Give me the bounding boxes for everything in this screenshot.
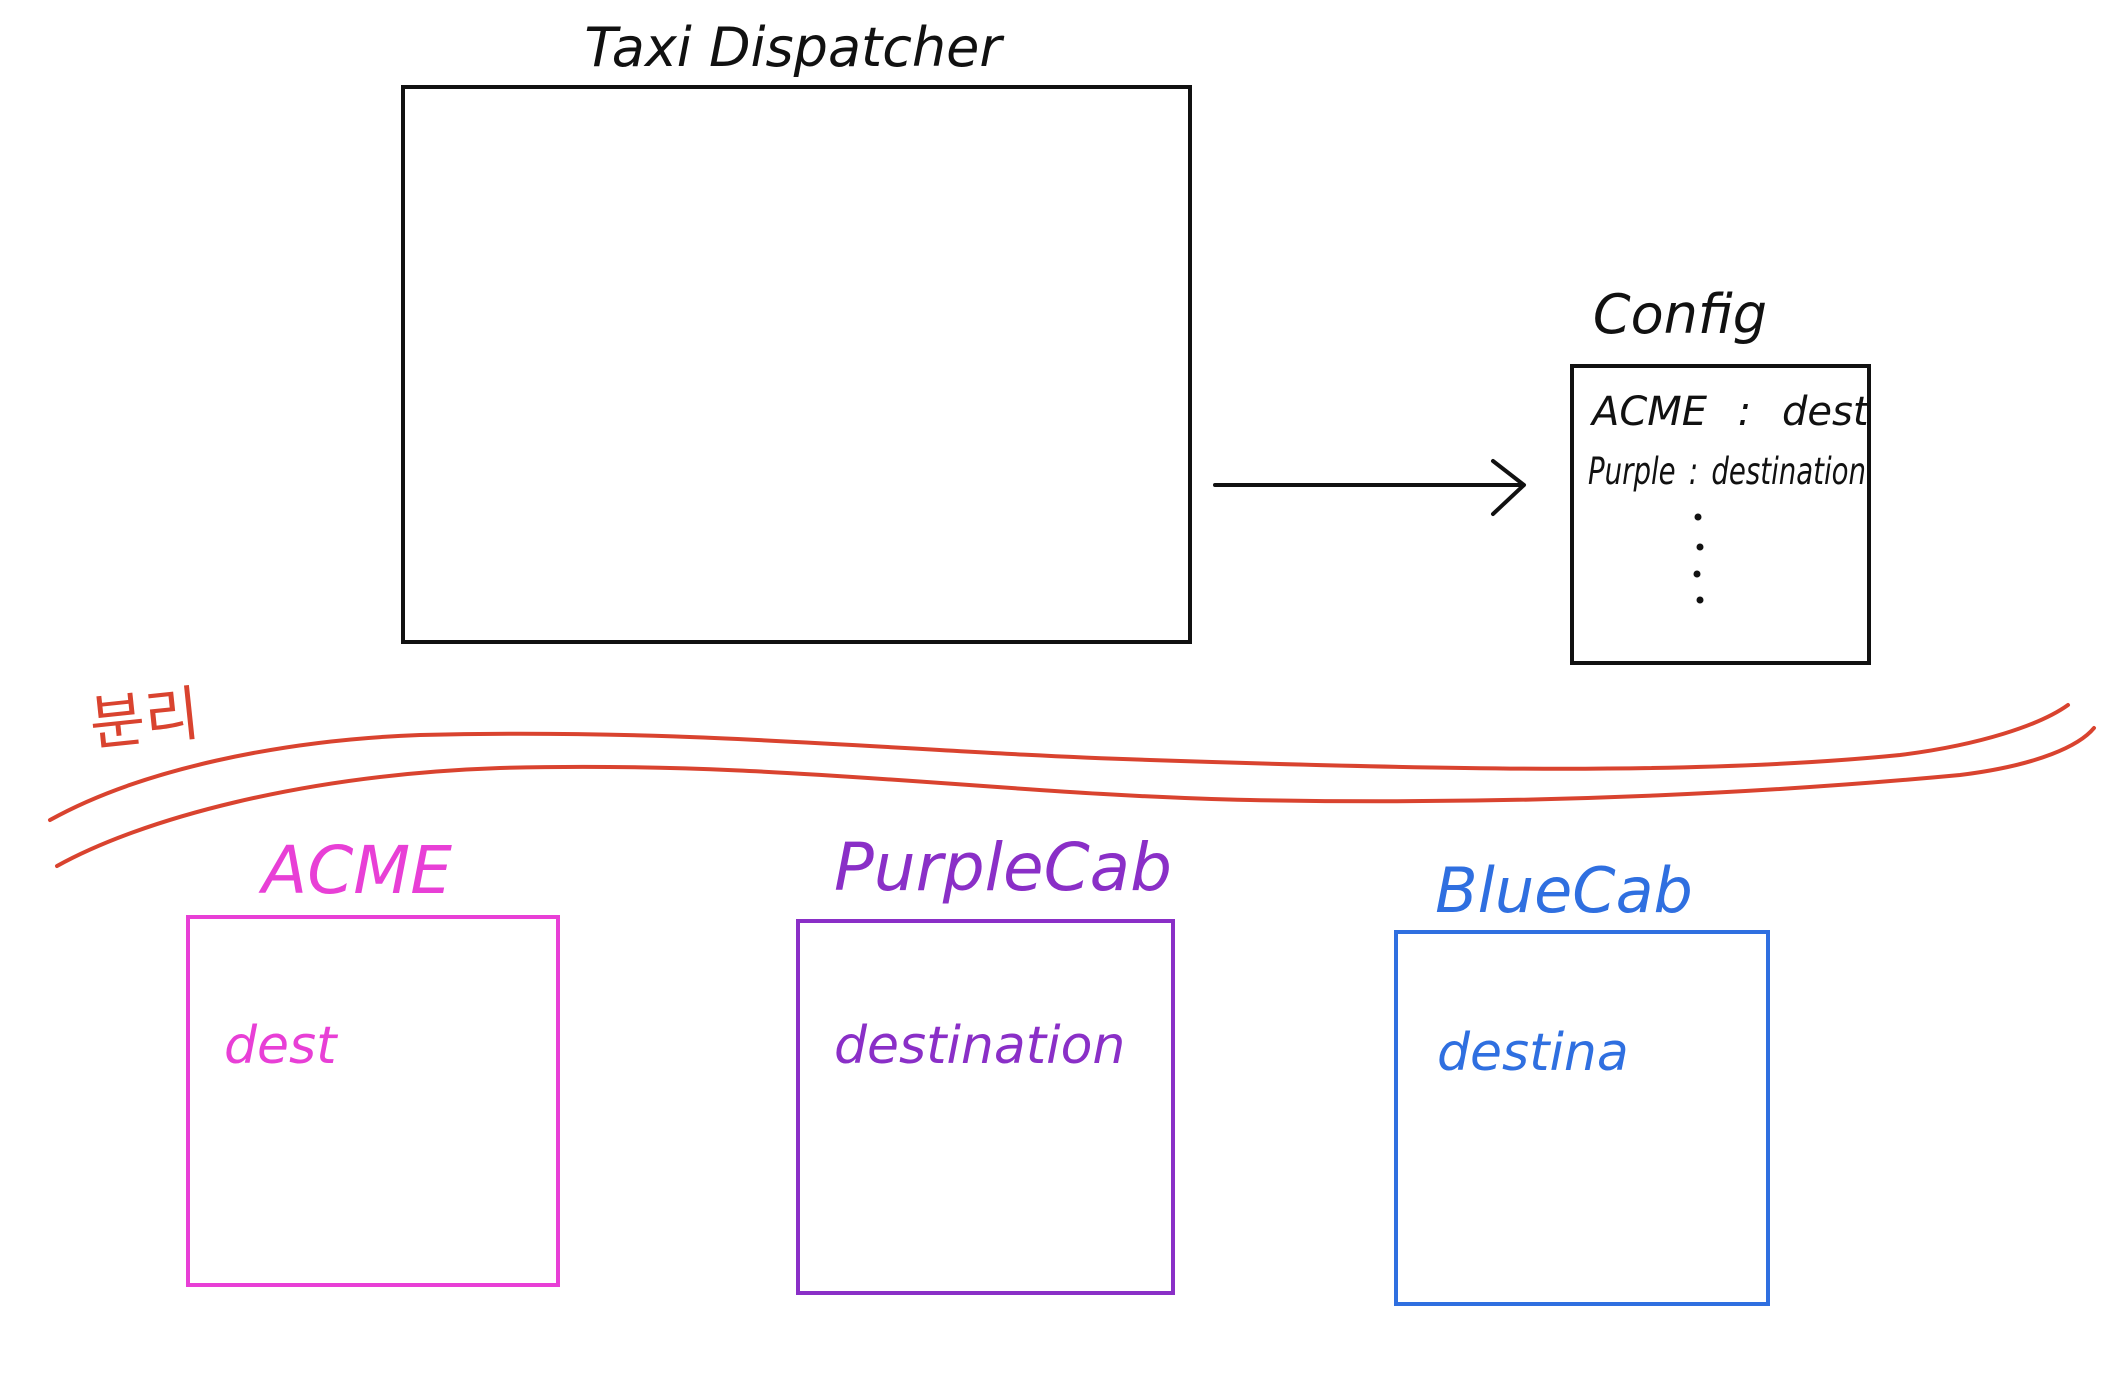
- config-entry-sep: :: [1738, 389, 1751, 435]
- dispatcher-title: Taxi Dispatcher: [584, 16, 1004, 79]
- config-box: [1570, 364, 1871, 665]
- dispatcher-group: Taxi Dispatcher: [401, 16, 1192, 644]
- config-entry-acme: ACME : dest: [1589, 389, 1870, 435]
- divider-group: 분리: [48, 679, 2096, 868]
- provider-title: ACME: [258, 832, 452, 909]
- arrow-head-icon: [1491, 459, 1526, 516]
- divider-line-lower: [55, 726, 2096, 868]
- provider-bluecab: BlueCab destina: [1394, 854, 1770, 1306]
- provider-title: PurpleCab: [834, 829, 1172, 906]
- config-entry-value: dest: [1782, 389, 1870, 435]
- provider-box: [186, 915, 560, 1287]
- config-entry-purple: Purple : destination: [1588, 450, 1866, 493]
- provider-acme: ACME dest: [186, 832, 560, 1287]
- divider-line-upper: [48, 703, 2070, 822]
- config-entry-key: Purple: [1588, 450, 1676, 493]
- config-ellipsis-icon: [1693, 513, 1704, 604]
- config-entry-sep: :: [1689, 450, 1698, 493]
- provider-box: [796, 919, 1175, 1295]
- divider-label: 분리: [86, 679, 203, 760]
- provider-field: destina: [1437, 1023, 1629, 1083]
- provider-title: BlueCab: [1435, 854, 1693, 927]
- config-entry-key: ACME: [1589, 389, 1708, 435]
- config-group: Config ACME : dest Purple : destination: [1570, 283, 1871, 665]
- provider-box: [1394, 930, 1770, 1306]
- provider-field: dest: [224, 1016, 338, 1076]
- dispatcher-box: [401, 85, 1192, 644]
- dispatcher-to-config-arrow: [1213, 459, 1526, 516]
- provider-field: destination: [834, 1016, 1125, 1076]
- config-title: Config: [1593, 283, 1767, 346]
- config-entry-value: destination: [1711, 450, 1866, 493]
- provider-purplecab: PurpleCab destination: [796, 829, 1175, 1295]
